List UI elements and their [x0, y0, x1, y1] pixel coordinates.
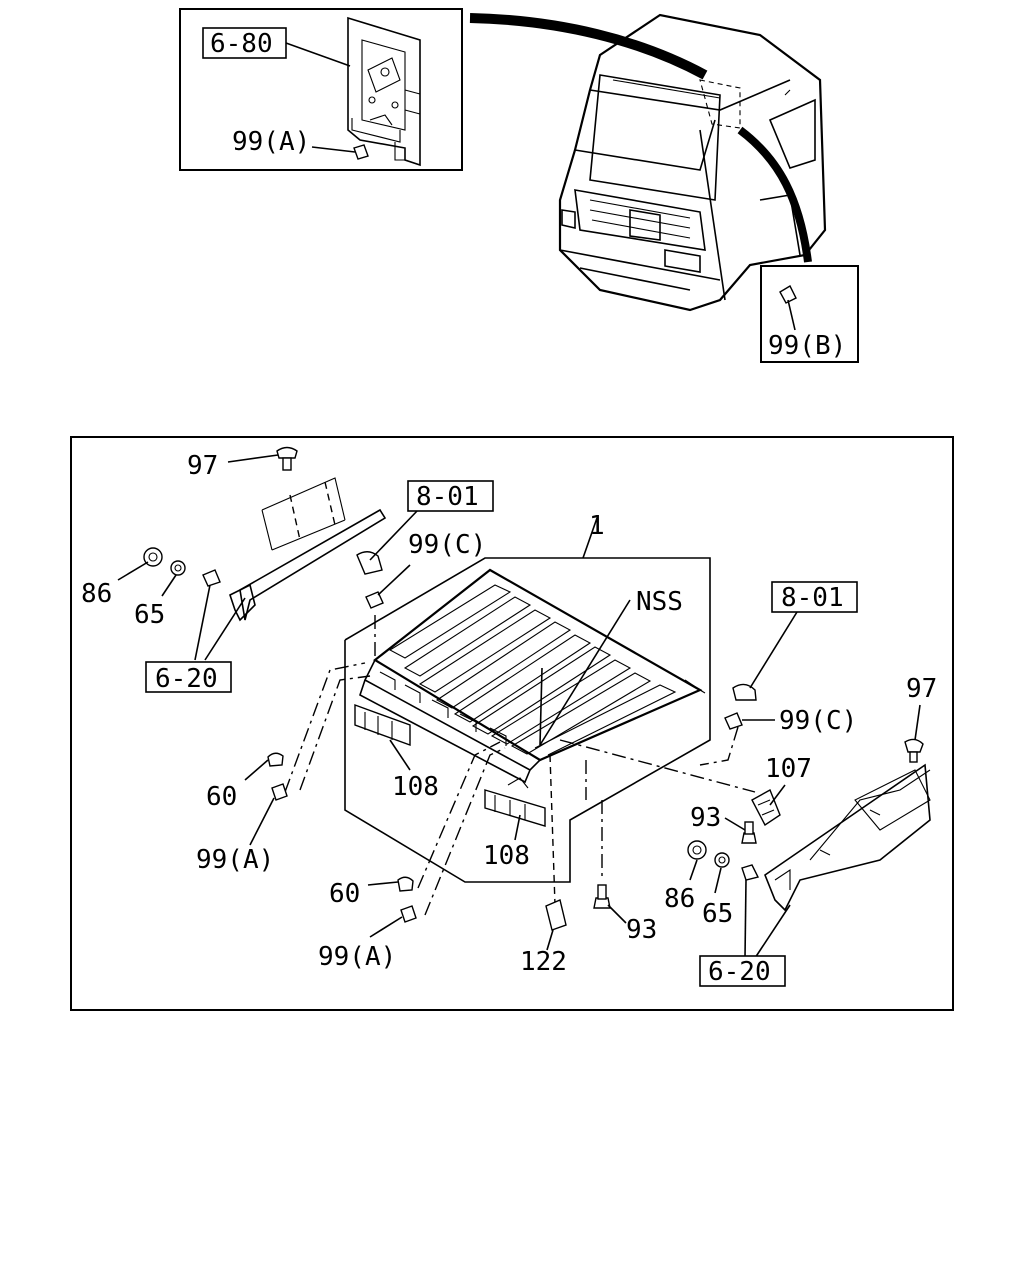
- label-122: 122: [520, 947, 567, 977]
- assembly-bracket-1: [344, 557, 711, 883]
- label-99a-lower: 99(A): [318, 942, 396, 972]
- right-side-rail-drawing: [764, 763, 931, 912]
- label-1: 1: [589, 511, 605, 541]
- label-8-01-right: 8-01: [781, 583, 844, 613]
- leader-6-80: [285, 42, 351, 67]
- inset-frame: [179, 8, 463, 171]
- label-86-left: 86: [81, 579, 112, 609]
- small-parts-left: [143, 446, 611, 931]
- washer-86-right: [687, 840, 707, 860]
- label-65-left: 65: [134, 600, 165, 630]
- leader-99a-inset: [311, 146, 356, 153]
- inset-bracket-detail: 6-80 99(A): [179, 8, 463, 171]
- assembly-lines: [284, 615, 756, 916]
- left-side-rail-drawing: [229, 477, 387, 622]
- grommet-60-upper: [267, 752, 284, 767]
- ref-box-6-20-left: [145, 661, 232, 693]
- label-99b: 99(B): [768, 331, 846, 361]
- label-nss: NSS: [636, 587, 683, 617]
- screw-97-left-head: [276, 446, 298, 459]
- roof-panel-drawing: [359, 568, 706, 784]
- ref-box-6-80: [202, 27, 287, 59]
- label-108-lower: 108: [483, 841, 530, 871]
- ref-box-8-01-left: [407, 480, 494, 512]
- grommet-60-lower: [397, 876, 414, 892]
- part-108-lower: [484, 777, 546, 841]
- leader-99b: [787, 299, 796, 331]
- label-108-upper: 108: [392, 772, 439, 802]
- label-97-left: 97: [187, 451, 218, 481]
- ref-box-8-01-right: [771, 581, 858, 613]
- label-60-lower: 60: [329, 879, 360, 909]
- clip-6-20-right: [741, 864, 760, 881]
- truck-cab-drawing: [558, 13, 827, 312]
- nut-65-left: [170, 560, 186, 576]
- bolt-93-lower-shank: [597, 884, 607, 900]
- grommet-8-01-right: [732, 683, 757, 701]
- small-parts-right: [687, 683, 924, 881]
- screw-97-left-shank: [282, 457, 292, 471]
- label-93-upper: 93: [690, 803, 721, 833]
- pointer-band-top: [469, 13, 708, 80]
- label-86-right: 86: [664, 884, 695, 914]
- label-107: 107: [765, 754, 812, 784]
- label-65-right: 65: [702, 899, 733, 929]
- bolt-93-upper-shank: [744, 821, 754, 835]
- inset-99b-frame: [760, 265, 859, 363]
- label-97-right: 97: [906, 674, 937, 704]
- screw-97-right-head: [904, 738, 924, 753]
- leader-1: [582, 517, 598, 559]
- label-93-lower: 93: [626, 915, 657, 945]
- clip-6-20-left: [202, 569, 221, 587]
- main-diagram-frame: [70, 436, 954, 1011]
- label-99a-upper: 99(A): [196, 845, 274, 875]
- inset-99b-detail: 99(B): [760, 265, 859, 363]
- leader-lines: [117, 454, 921, 959]
- label-99a-inset: 99(A): [232, 127, 310, 157]
- seal-122: [545, 899, 567, 931]
- pointer-band-right: [737, 126, 812, 263]
- label-6-20-left: 6-20: [155, 664, 218, 694]
- clip-99c-left: [365, 591, 384, 609]
- bracket-107: [751, 789, 781, 827]
- clip-99a-lower: [400, 905, 417, 923]
- clip-99a-upper: [271, 783, 288, 801]
- clip-99b: [779, 285, 797, 304]
- label-8-01-left: 8-01: [416, 482, 479, 512]
- washer-86-left: [143, 547, 163, 567]
- label-6-20-right: 6-20: [708, 957, 771, 987]
- label-60-upper: 60: [206, 782, 237, 812]
- clip-99a-inset: [353, 144, 369, 160]
- ref-box-6-20-right: [699, 955, 786, 987]
- bracket-6-80-drawing: [347, 16, 421, 167]
- screw-97-right-shank: [909, 751, 918, 763]
- part-labels: 97 86 65 6-20 8-01 99(C) 1 NSS 8-01 97 9…: [81, 451, 937, 987]
- clip-99c-right: [724, 712, 743, 730]
- label-99c-right: 99(C): [779, 706, 857, 736]
- label-99c-left: 99(C): [408, 530, 486, 560]
- part-108-upper: [354, 704, 411, 771]
- nut-65-right: [714, 852, 730, 868]
- grommet-8-01-left: [356, 551, 383, 575]
- ref-label-6-80: 6-80: [210, 29, 273, 59]
